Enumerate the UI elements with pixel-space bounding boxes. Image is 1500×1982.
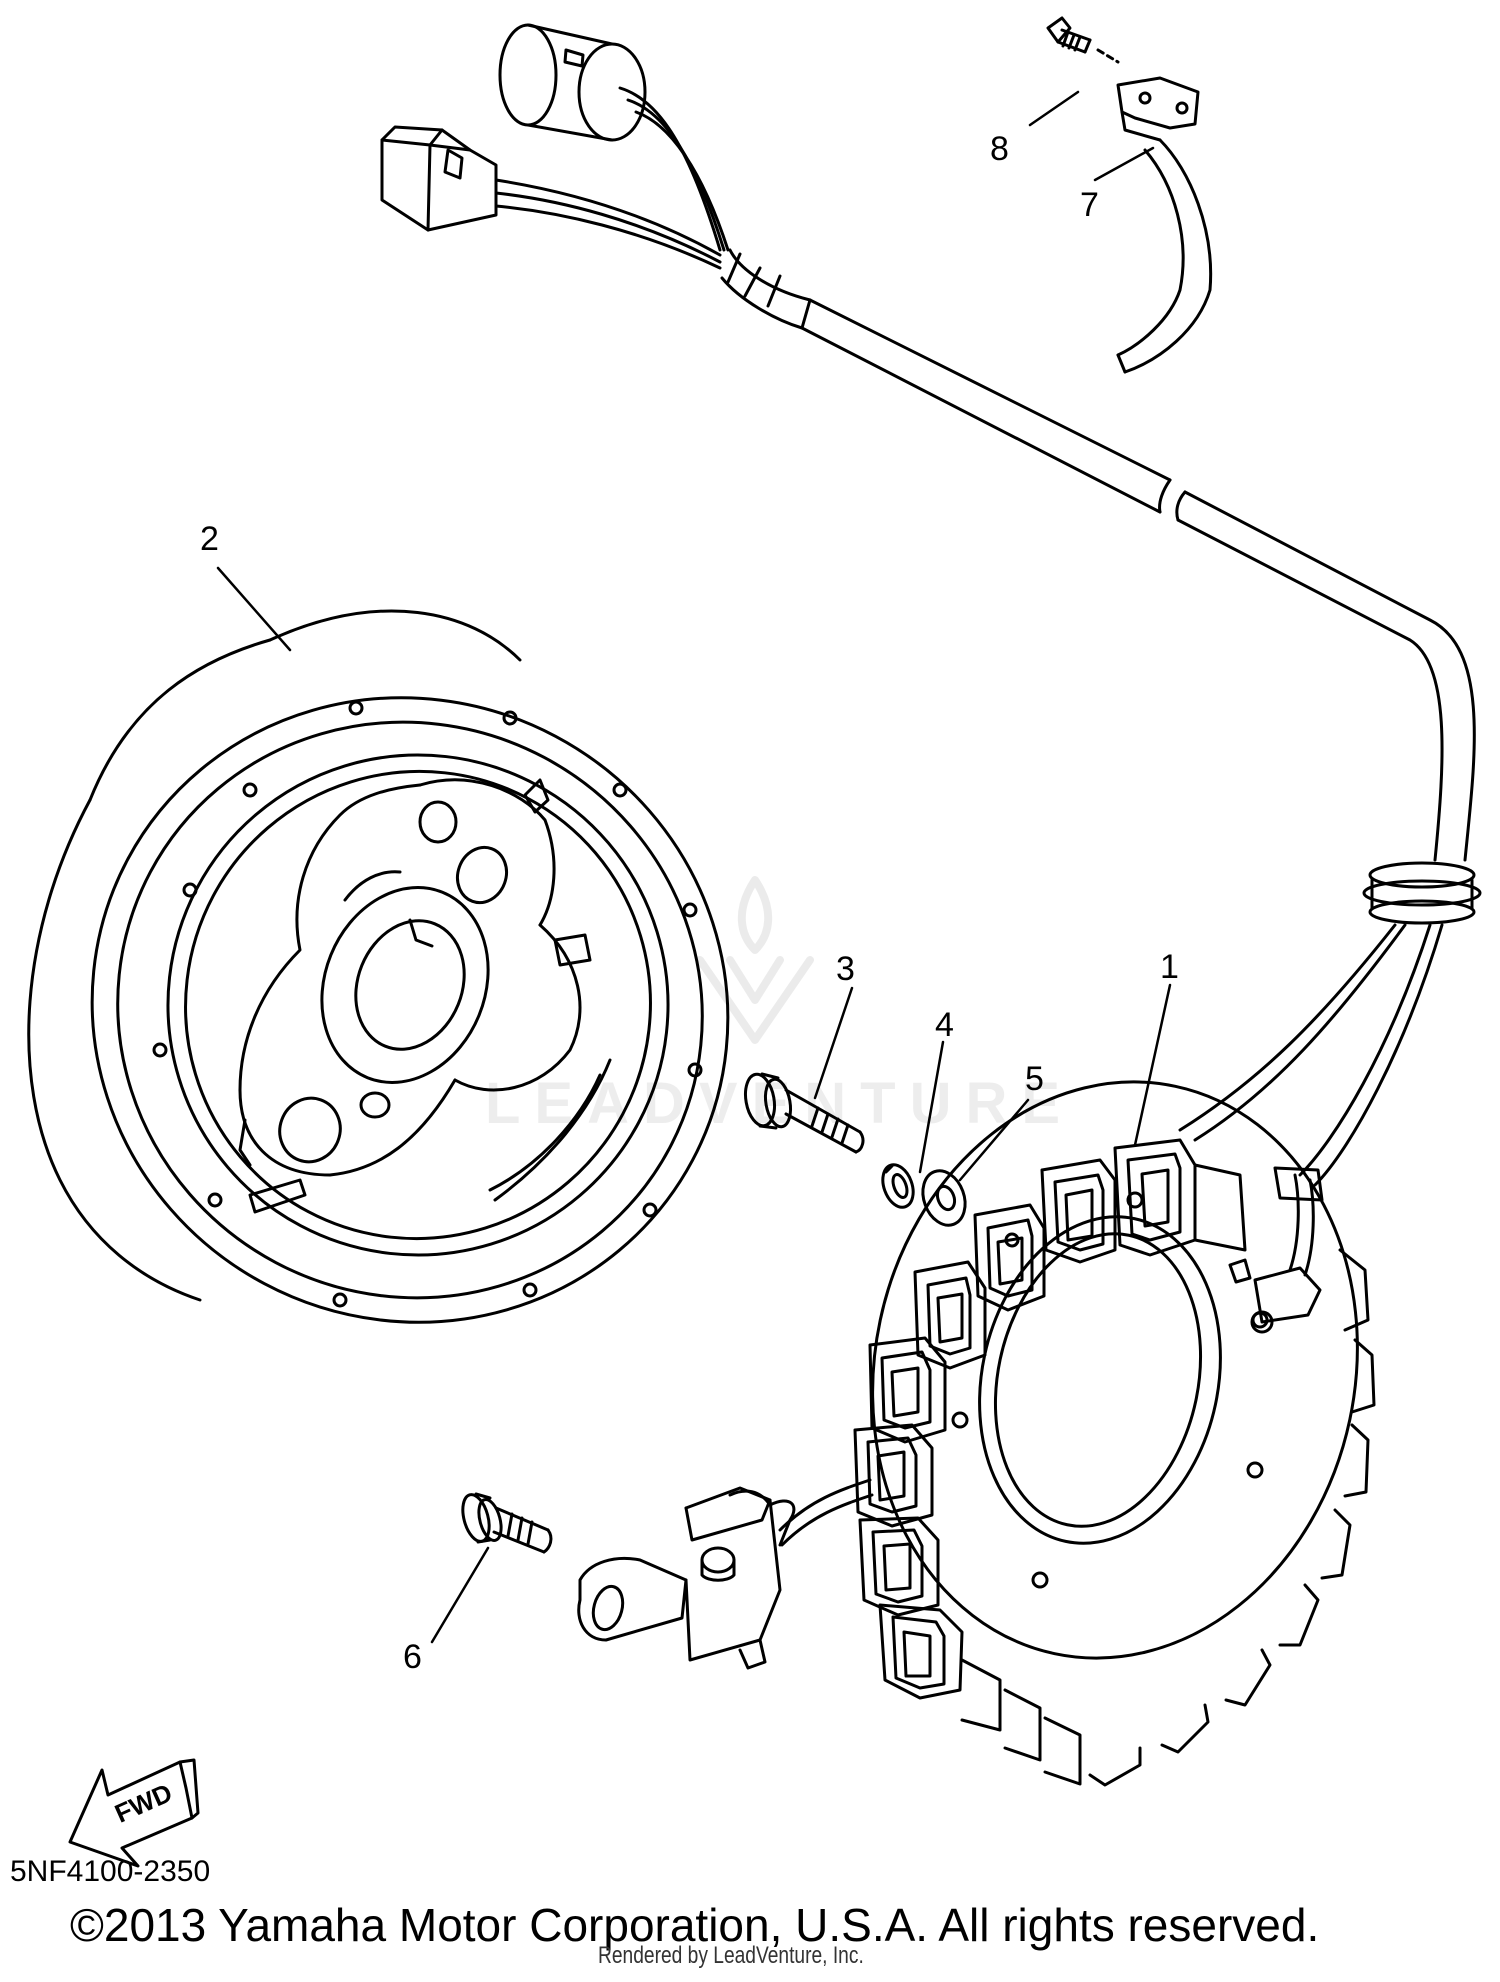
callout-2: 2: [200, 520, 219, 558]
rotor-flywheel: [27, 609, 730, 1324]
callout-7: 7: [1080, 186, 1099, 224]
stator-pole-6: [853, 1423, 934, 1528]
square-connector-icon: [380, 125, 722, 270]
fwd-arrow-icon: [68, 1758, 200, 1868]
callout-3: 3: [836, 950, 855, 988]
callout-4: 4: [935, 1006, 954, 1044]
wire-harness: [380, 23, 1482, 1187]
leadventure-logo-watermark: [696, 876, 814, 1044]
copyright-notice: ©2013 Yamaha Motor Corporation, U.S.A. A…: [70, 1899, 1320, 1951]
stator-pole-3: [973, 1203, 1046, 1312]
callout-8: 8: [990, 130, 1009, 168]
spring-washer: [881, 1163, 915, 1209]
clamp-screw: [1046, 16, 1120, 64]
pickup-screw: [461, 1492, 553, 1554]
wire-clamp: [1116, 76, 1213, 374]
stator-pole-8: [878, 1603, 964, 1700]
rendered-by-credit: Rendered by LeadVenture, Inc.: [598, 1942, 864, 1969]
stator: [853, 1080, 1376, 1787]
leader-lines: [216, 90, 1172, 1644]
round-connector-icon: [498, 23, 730, 252]
harness-tape: [720, 248, 812, 330]
callout-6: 6: [403, 1638, 422, 1676]
stator-pole-2: [1040, 1158, 1117, 1264]
callout-1: 1: [1160, 948, 1179, 986]
stator-pole-1: [1113, 1138, 1247, 1257]
leadventure-watermark: LEADVENTURE: [485, 1071, 1075, 1136]
callout-5: 5: [1025, 1060, 1044, 1098]
stator-pole-7: [858, 1516, 940, 1617]
grommet-icon: [1362, 861, 1482, 925]
pickup-coil: [577, 1478, 874, 1670]
diagram-code: 5NF4100-2350: [10, 1855, 211, 1888]
bolt: [743, 1072, 865, 1154]
stator-pole-4: [913, 1260, 987, 1370]
